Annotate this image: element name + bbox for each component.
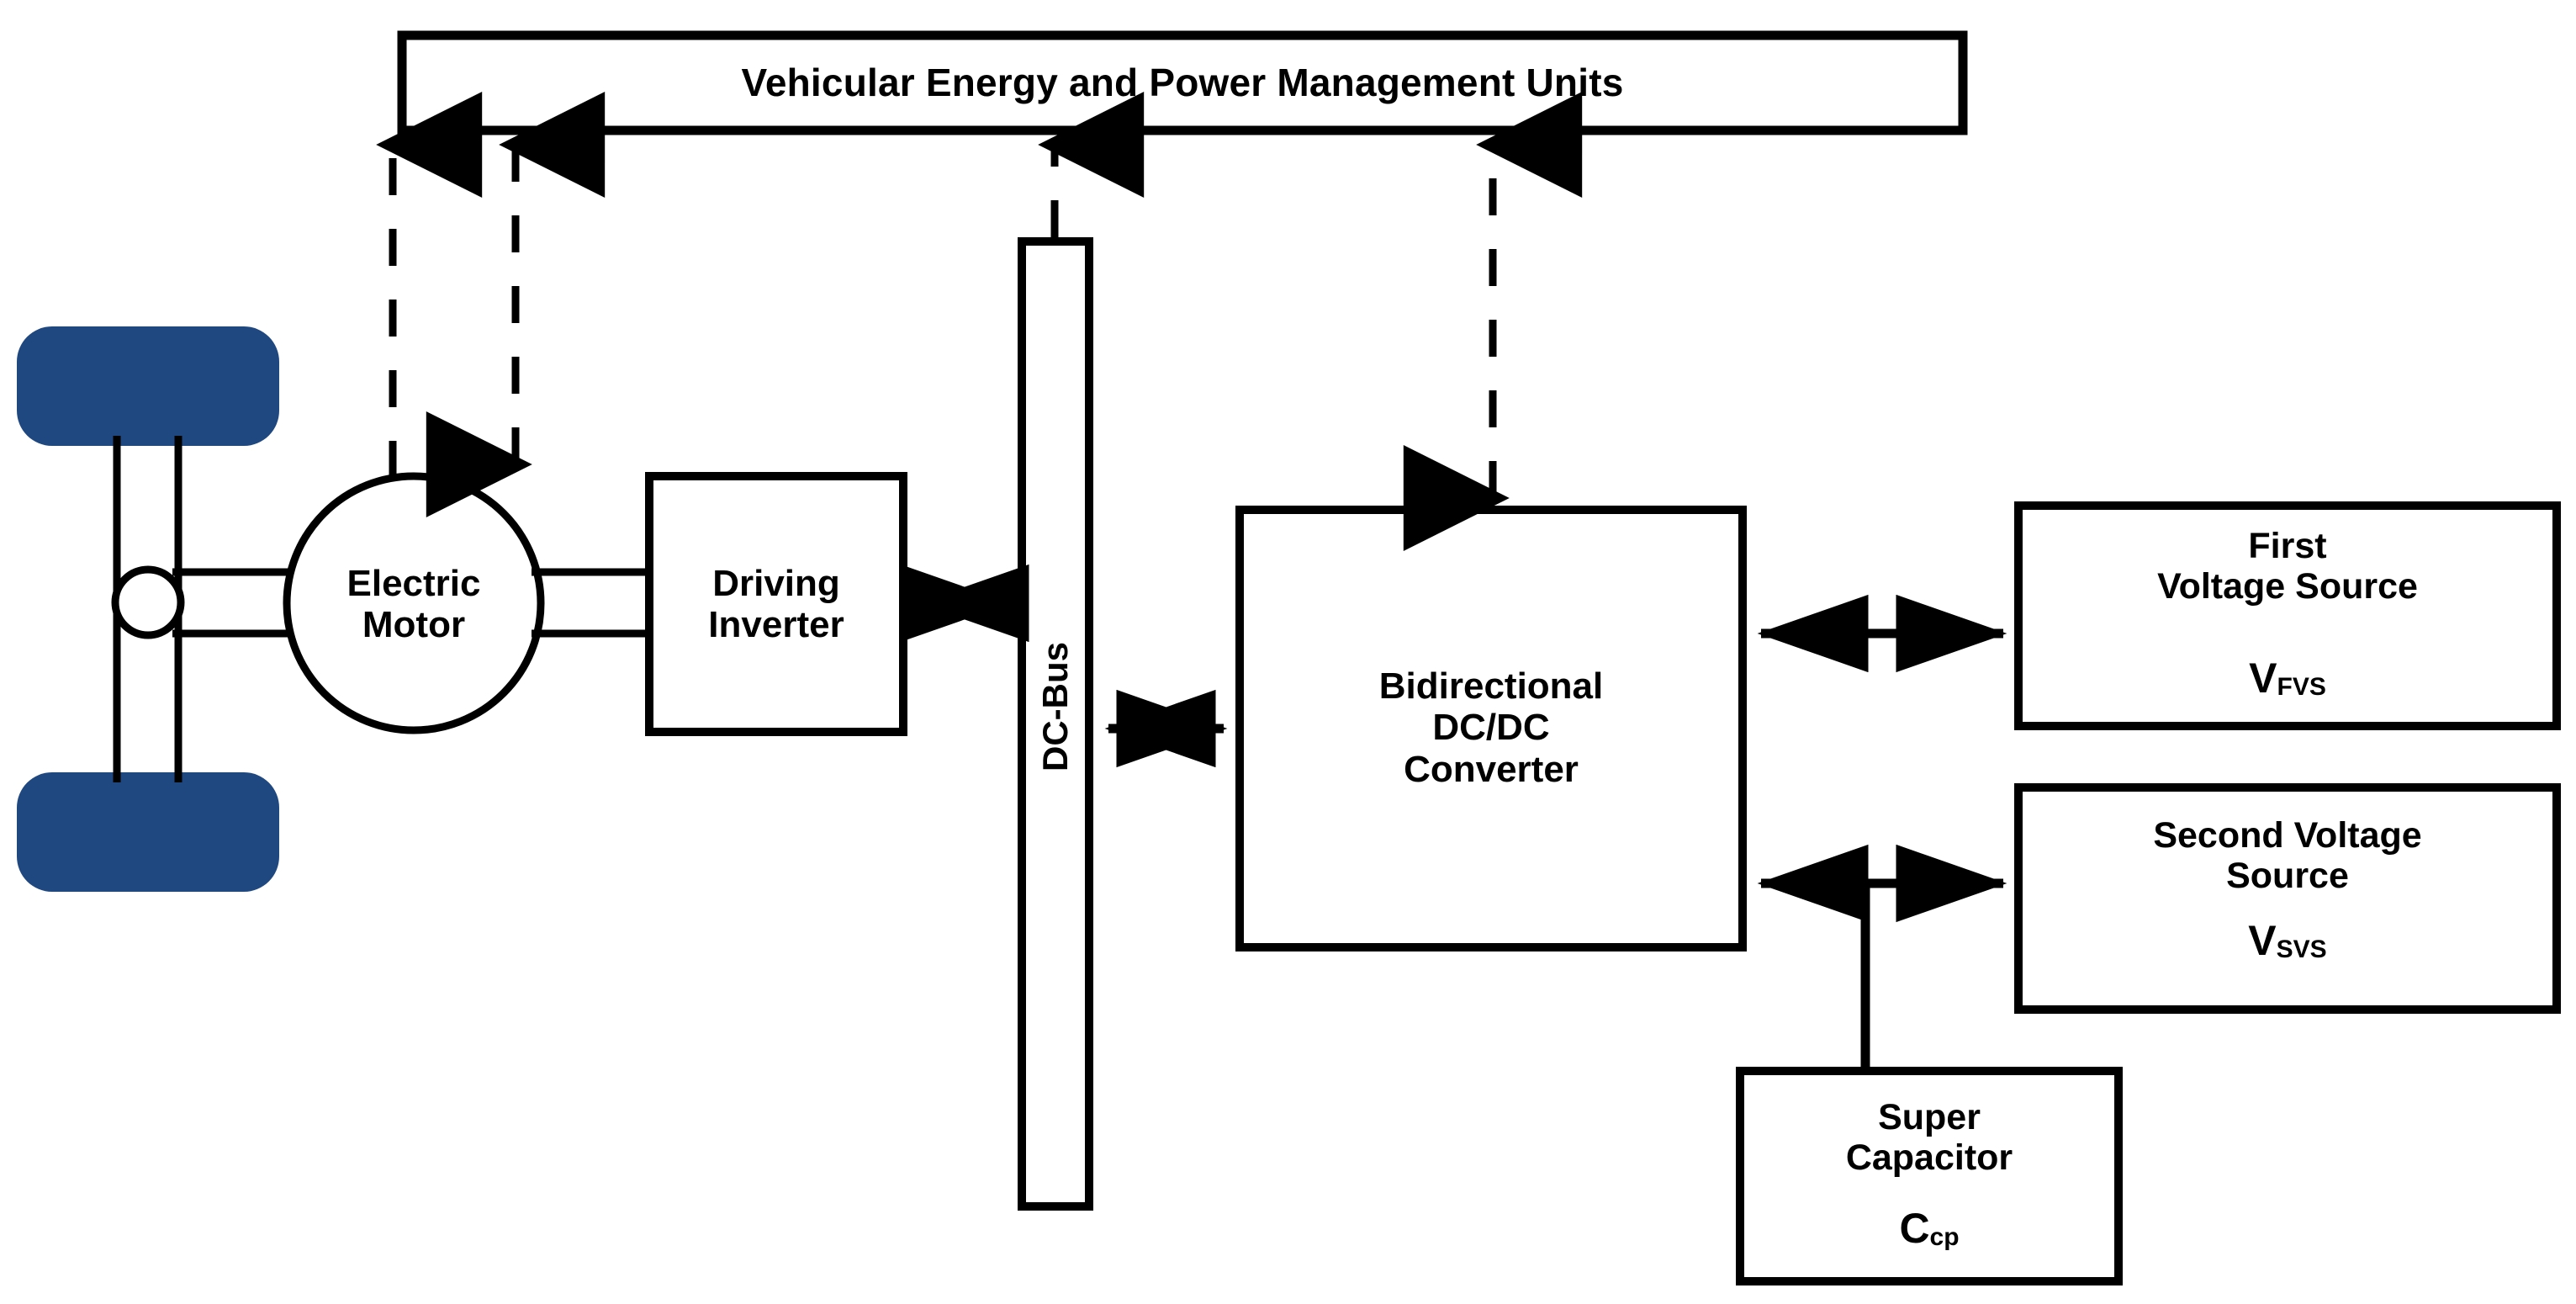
management-units-box <box>397 30 1968 135</box>
electric-motor-circle-icon <box>283 472 545 734</box>
front-wheel-icon <box>17 326 279 446</box>
second-voltage-source-box <box>2014 783 2561 1014</box>
differential-gear-icon <box>111 565 185 639</box>
driving-inverter-box <box>645 472 907 736</box>
bidirectional-converter-box <box>1235 506 1747 951</box>
super-capacitor-box <box>1736 1067 2123 1285</box>
motor-to-inverter-lines <box>532 568 649 638</box>
driveshaft-lines <box>172 568 296 638</box>
dc-bus-label: DC-Bus <box>1035 642 1075 771</box>
rear-wheel-icon <box>17 772 279 892</box>
first-voltage-source-box <box>2014 501 2561 730</box>
dc-bus-bar <box>1018 237 1093 1211</box>
